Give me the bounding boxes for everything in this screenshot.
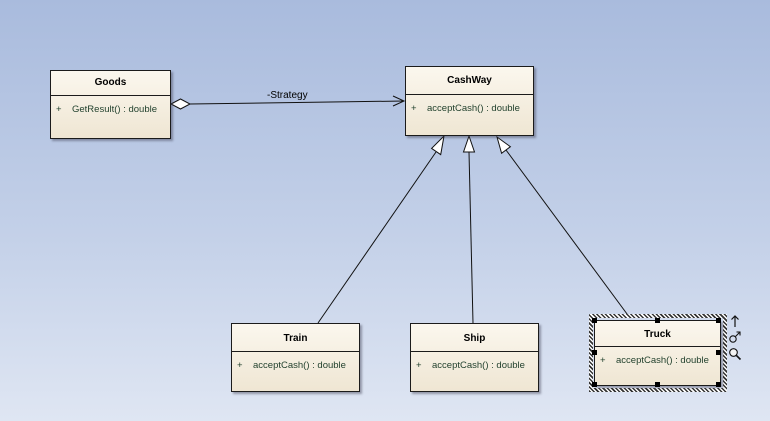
class-operation: + acceptCash() : double <box>595 347 720 375</box>
class-operation: + acceptCash() : double <box>232 352 359 380</box>
link-icon[interactable] <box>728 330 742 344</box>
visibility-marker: + <box>600 355 606 366</box>
class-operation: + GetResult() : double <box>51 96 170 124</box>
resize-handle-se[interactable] <box>716 382 721 387</box>
class-truck[interactable]: Truck + acceptCash() : double <box>594 320 721 386</box>
inheritance-triangle-truck <box>496 135 512 155</box>
resize-handle-nw[interactable] <box>592 318 597 323</box>
operation-signature: acceptCash() : double <box>253 360 346 371</box>
inheritance-triangle-train <box>430 134 445 156</box>
resize-handle-sw[interactable] <box>592 382 597 387</box>
resize-handle-s[interactable] <box>655 382 660 387</box>
class-name: Truck <box>595 321 720 347</box>
aggregation-role-label: -Strategy <box>267 90 308 101</box>
resize-handle-e[interactable] <box>716 350 721 355</box>
visibility-marker: + <box>237 360 243 371</box>
class-name: Train <box>232 324 359 352</box>
visibility-marker: + <box>416 360 422 371</box>
operation-signature: acceptCash() : double <box>427 103 520 114</box>
arrow-up-icon[interactable] <box>729 314 741 328</box>
magnifier-icon[interactable] <box>728 347 742 361</box>
class-ship[interactable]: Ship + acceptCash() : double <box>410 323 539 392</box>
class-operation: + acceptCash() : double <box>411 352 538 380</box>
resize-handle-w[interactable] <box>592 350 597 355</box>
resize-handle-n[interactable] <box>655 318 660 323</box>
class-name: Ship <box>411 324 538 352</box>
navigability-arrowhead <box>392 95 406 107</box>
operation-signature: acceptCash() : double <box>432 360 525 371</box>
generalization-line-ship[interactable] <box>468 151 474 324</box>
visibility-marker: + <box>56 104 62 115</box>
aggregation-line[interactable] <box>189 100 405 105</box>
aggregation-diamond <box>169 98 192 110</box>
resize-handle-ne[interactable] <box>716 318 721 323</box>
generalization-line-truck[interactable] <box>505 149 631 319</box>
class-train[interactable]: Train + acceptCash() : double <box>231 323 360 392</box>
generalization-line-train[interactable] <box>317 151 437 324</box>
inheritance-triangle-ship <box>462 134 476 153</box>
operation-signature: acceptCash() : double <box>616 355 709 366</box>
class-name: CashWay <box>406 67 533 95</box>
class-name: Goods <box>51 71 170 96</box>
class-operation: + acceptCash() : double <box>406 95 533 123</box>
class-goods[interactable]: Goods + GetResult() : double <box>50 70 171 139</box>
operation-signature: GetResult() : double <box>72 104 158 115</box>
class-cashway[interactable]: CashWay + acceptCash() : double <box>405 66 534 136</box>
visibility-marker: + <box>411 103 417 114</box>
